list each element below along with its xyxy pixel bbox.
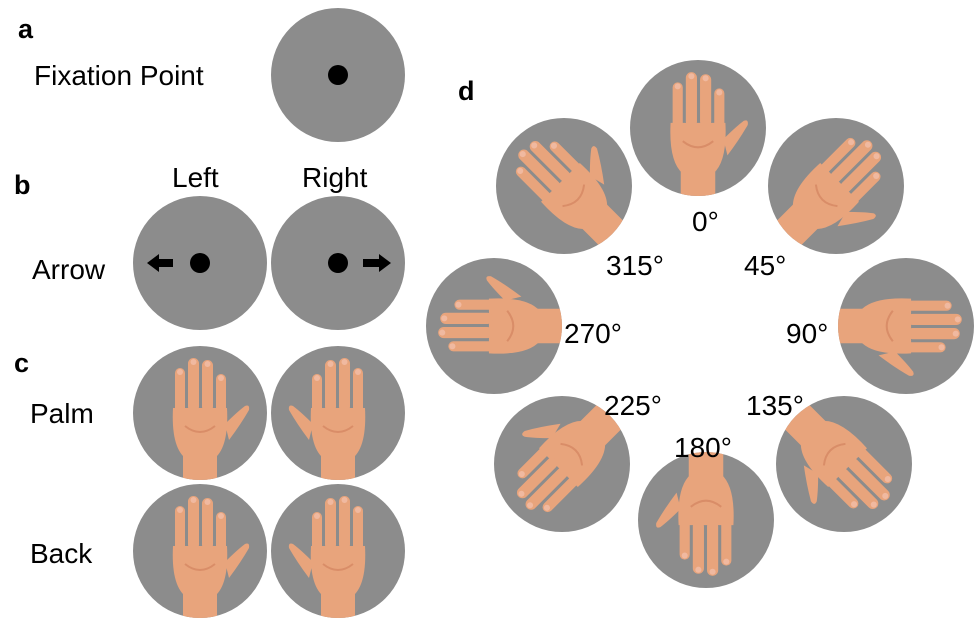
angle-label-0: 0° — [692, 206, 719, 237]
panel-a-letter: a — [18, 14, 34, 44]
left-condition-label: Left — [172, 162, 219, 193]
arrow-label: Arrow — [32, 254, 106, 285]
angle-label-315: 315° — [606, 250, 664, 281]
left-arrow-icon — [147, 254, 173, 272]
hand-image — [655, 452, 735, 577]
right-arrow-display — [271, 196, 405, 330]
hand-image — [503, 118, 632, 254]
palm-label: Palm — [30, 398, 94, 429]
hand-display-90deg — [838, 258, 974, 394]
palm-left-hand-display — [133, 346, 267, 480]
fixation-display — [271, 8, 405, 142]
fixation-dot — [190, 253, 210, 273]
fixation-dot — [328, 253, 348, 273]
right-condition-label: Right — [302, 162, 368, 193]
palm-hand-image — [171, 357, 251, 480]
hand-display-135deg — [776, 396, 912, 532]
angle-label-135: 135° — [746, 390, 804, 421]
angle-label-45: 45° — [744, 250, 787, 281]
angle-label-90: 90° — [786, 318, 829, 349]
back-left-hand-display — [133, 484, 267, 618]
angle-label-270: 270° — [564, 318, 622, 349]
hand-display-45deg — [768, 118, 904, 254]
angle-label-225: 225° — [604, 390, 662, 421]
hand-image — [669, 71, 749, 196]
panel-c-letter: c — [14, 348, 30, 378]
fixation-point-label: Fixation Point — [34, 60, 204, 91]
hand-display-0deg — [630, 60, 766, 196]
panel-b-letter: b — [14, 170, 31, 200]
left-arrow-display — [133, 196, 267, 330]
panel-d-letter: d — [458, 76, 475, 106]
hand-display-270deg — [426, 258, 562, 394]
fixation-dot — [328, 65, 348, 85]
back-hand-image — [287, 495, 367, 618]
right-arrow-icon — [363, 254, 391, 272]
hand-image — [768, 125, 904, 254]
back-label: Back — [30, 538, 93, 569]
back-right-hand-display — [271, 484, 405, 618]
hand-display-225deg — [494, 396, 630, 532]
palm-hand-image — [287, 357, 367, 480]
hand-display-315deg — [496, 118, 632, 254]
hand-image — [838, 297, 963, 377]
back-hand-image — [171, 495, 251, 618]
palm-right-hand-display — [271, 346, 405, 480]
hand-image — [437, 275, 562, 355]
hand-display-180deg — [638, 452, 774, 588]
angle-label-180: 180° — [674, 432, 732, 463]
